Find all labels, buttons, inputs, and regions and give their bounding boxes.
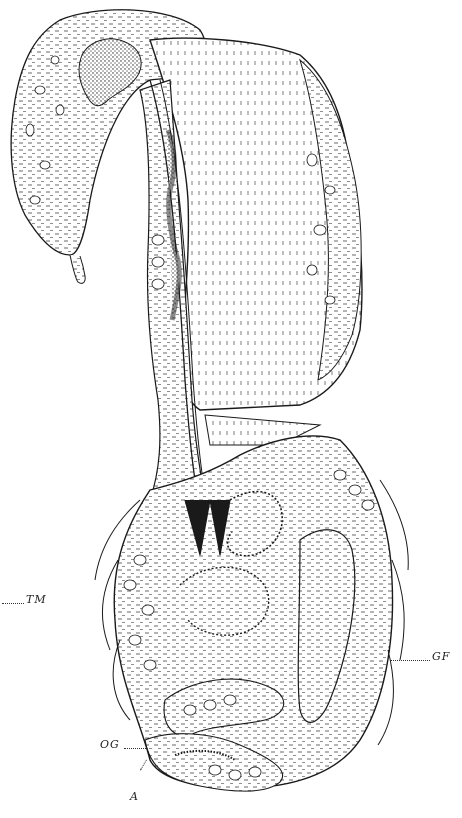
head-tip	[70, 255, 85, 283]
leader-tm	[2, 603, 24, 604]
leader-gf	[390, 660, 430, 661]
label-og: OG	[100, 738, 120, 751]
label-tm: TM	[26, 593, 47, 606]
leader-og	[124, 748, 148, 749]
label-a: A	[130, 790, 139, 803]
label-gf: GF	[432, 650, 450, 663]
